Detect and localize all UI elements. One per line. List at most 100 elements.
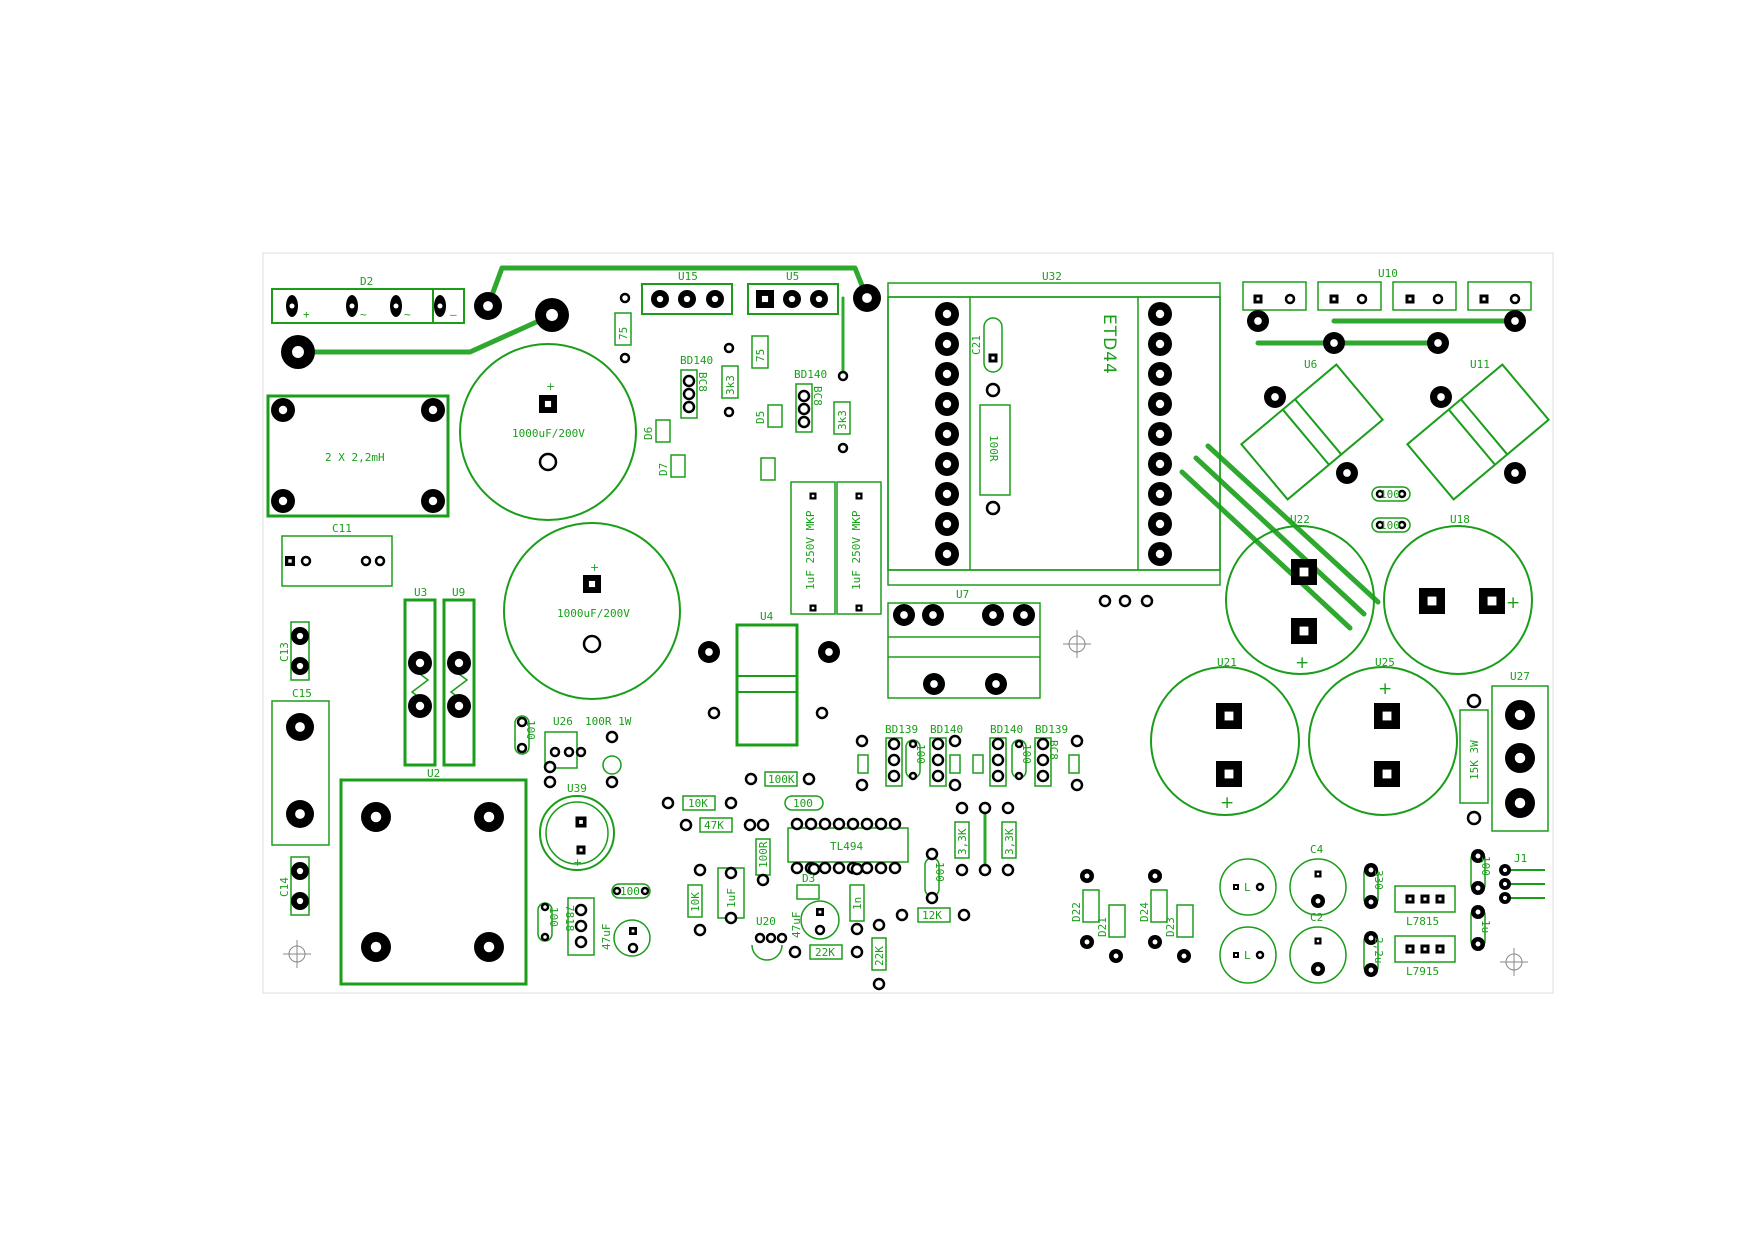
pad-hole xyxy=(1084,939,1090,945)
d-bd-d xyxy=(1068,754,1080,774)
pad-hole xyxy=(1502,867,1508,873)
u4-body xyxy=(735,623,799,747)
via xyxy=(957,908,971,922)
pad-hole xyxy=(1234,953,1238,957)
label-r100-a: 100 xyxy=(1380,488,1400,501)
u22-outline xyxy=(1225,525,1375,675)
label-u21-plus: + xyxy=(1220,793,1235,813)
u15-body xyxy=(641,283,733,315)
via xyxy=(895,908,909,922)
pad-hole xyxy=(296,897,304,905)
via xyxy=(540,902,550,912)
label-r100-12k: 100 xyxy=(933,862,946,882)
label-bd140-up-b: BD140 xyxy=(794,368,827,381)
pad-hole xyxy=(1113,953,1119,959)
via xyxy=(815,706,829,720)
via xyxy=(605,775,619,789)
via xyxy=(549,746,561,758)
label-r33k-a: 3,3K xyxy=(956,828,969,855)
u9-body xyxy=(442,598,476,767)
via xyxy=(837,370,849,382)
label-u4: U4 xyxy=(760,610,774,623)
pad-hole xyxy=(1408,897,1412,901)
label-r100-bd-b: 100 xyxy=(1020,744,1033,764)
via xyxy=(619,352,631,364)
label-d23: D23 xyxy=(1164,917,1177,937)
label-u15: U15 xyxy=(678,270,698,283)
d5-body xyxy=(767,404,783,428)
via xyxy=(1070,734,1084,748)
label-mkp1: 1uF 250V MKP xyxy=(804,510,817,590)
r22K-b xyxy=(871,937,887,971)
pad-hole xyxy=(1368,967,1374,973)
u25-outline xyxy=(1308,666,1458,816)
d3-body xyxy=(796,884,820,900)
d-bd-a xyxy=(857,754,869,774)
pad-hole xyxy=(1155,429,1165,439)
pad-hole xyxy=(1316,872,1320,876)
pad-hole xyxy=(1224,711,1234,721)
u39-mark xyxy=(602,755,622,775)
label-l7915: L7915 xyxy=(1406,965,1439,978)
copper-traces xyxy=(295,265,1518,872)
pad-hole xyxy=(761,295,769,303)
u2-body xyxy=(339,778,528,986)
via xyxy=(855,734,869,748)
mkp1-body xyxy=(790,481,836,615)
via xyxy=(978,863,992,877)
cap1-minus-pad xyxy=(538,452,558,472)
pad-hole xyxy=(942,309,952,319)
via xyxy=(814,924,826,936)
via xyxy=(931,769,945,783)
pad-hole xyxy=(1155,489,1165,499)
label-c1u: 1u xyxy=(1479,920,1492,933)
via xyxy=(991,753,1005,767)
pad-hole xyxy=(1382,711,1392,721)
label-c1uF: 1uF xyxy=(725,888,738,908)
pad-hole xyxy=(1434,339,1442,347)
via xyxy=(744,772,758,786)
via xyxy=(1036,769,1050,783)
via xyxy=(743,818,757,832)
u10-a xyxy=(1242,281,1307,311)
r100R-body xyxy=(979,404,1011,496)
pad-hole xyxy=(483,301,493,311)
r10K-body xyxy=(682,795,716,811)
pad-hole xyxy=(1152,939,1158,945)
label-l-a: L xyxy=(1244,881,1251,894)
d24-body xyxy=(1150,889,1168,923)
via xyxy=(724,796,738,810)
via xyxy=(797,389,811,403)
via xyxy=(1070,778,1084,792)
pad-hole xyxy=(1502,895,1508,901)
via xyxy=(765,932,777,944)
pad-hole xyxy=(1475,853,1481,859)
pad-hole xyxy=(288,559,292,563)
label-u10: U10 xyxy=(1378,267,1398,280)
label-c2: C2 xyxy=(1310,911,1323,924)
via xyxy=(908,739,918,749)
u39-inner xyxy=(545,801,609,865)
via xyxy=(516,742,528,754)
pad-hole xyxy=(1299,626,1309,636)
pad-hole xyxy=(428,496,438,506)
pad-hole xyxy=(296,662,304,670)
via xyxy=(790,861,804,875)
via xyxy=(612,886,622,896)
via xyxy=(955,863,969,877)
via xyxy=(888,861,902,875)
r75-b xyxy=(751,335,769,369)
r100-u26 xyxy=(514,715,530,755)
trace-diag-2 xyxy=(1193,455,1367,617)
bd140-up-a xyxy=(680,369,698,419)
label-d6: D6 xyxy=(642,427,655,440)
label-u11: U11 xyxy=(1470,358,1490,371)
label-u22: U22 xyxy=(1290,513,1310,526)
via xyxy=(619,292,631,304)
pad-hole xyxy=(1511,317,1519,325)
pad-hole xyxy=(942,369,952,379)
label-r100-b: 100 xyxy=(1380,519,1400,532)
via xyxy=(516,716,528,728)
pad-hole xyxy=(1475,885,1481,891)
